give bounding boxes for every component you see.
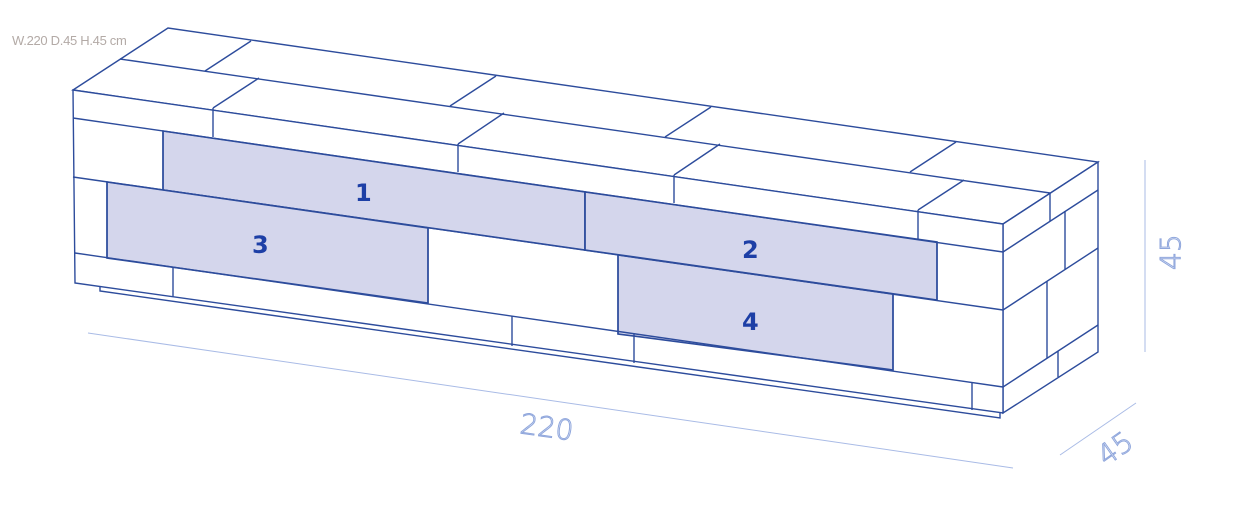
panel-3-label: 3: [252, 231, 269, 259]
panel-4-label: 4: [742, 308, 759, 336]
dimensions-spec-text: W.220 D.45 H.45 cm: [12, 33, 127, 48]
panel-2-label: 2: [742, 236, 759, 264]
top-plank-lines: [119, 40, 1051, 211]
depth-dimension-line: [1059, 402, 1137, 456]
width-dimension-line: [87, 332, 1014, 469]
height-dimension-label: 45: [1154, 234, 1187, 270]
front-plank-lines: [72, 108, 1004, 410]
depth-dimension-label: 45: [1091, 425, 1139, 472]
panel-1-label: 1: [355, 179, 372, 207]
width-dimension-label: 220: [518, 407, 576, 447]
side-plank-lines: [1002, 189, 1099, 388]
